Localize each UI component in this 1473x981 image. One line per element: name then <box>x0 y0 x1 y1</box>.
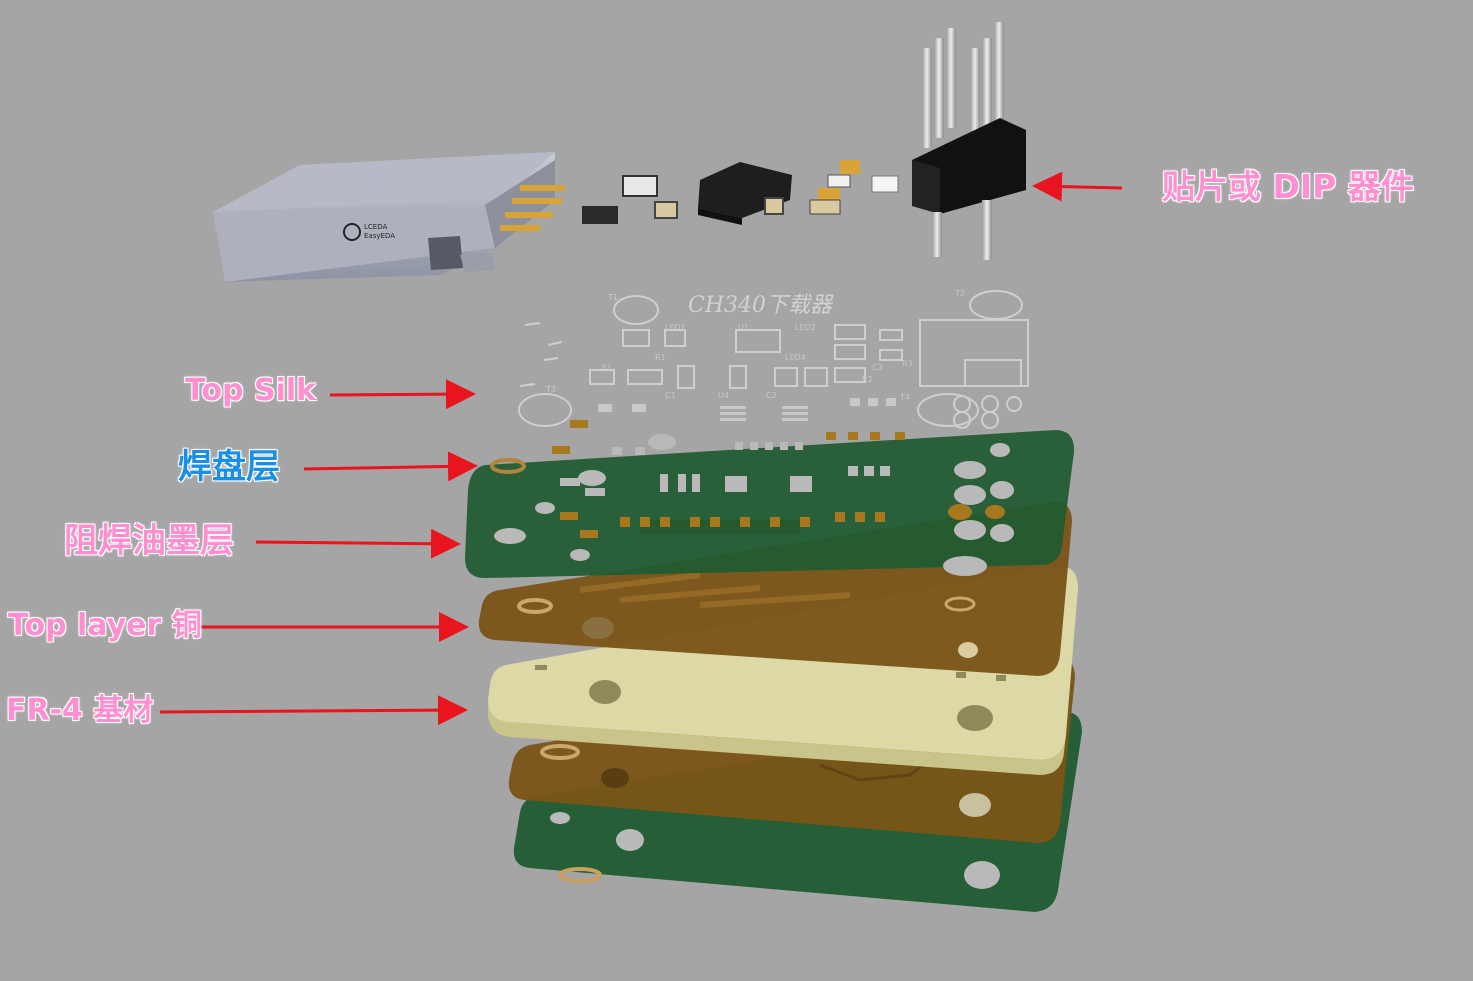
label-components: 贴片或 DIP 器件 <box>1162 167 1414 206</box>
label-top-copper: Top layer 铜 <box>8 608 202 643</box>
label-top-silk: Top Silk <box>185 373 317 408</box>
designator-r3: R3 <box>902 359 913 368</box>
top-silk-text-group: CH340下载器 T1 T2 T3 T4 LED1 U1 LED2 LED4 R… <box>545 289 965 402</box>
designator-c1: C1 <box>665 391 676 400</box>
designator-u1: U1 <box>738 323 749 332</box>
smd-diode <box>582 206 618 224</box>
designator-t2: T2 <box>954 289 965 298</box>
smd-led <box>622 175 658 197</box>
designator-led2: LED2 <box>795 323 816 332</box>
arrow-solder-mask <box>255 528 461 559</box>
arrow-pad-layer <box>303 451 478 482</box>
arrow-fr4 <box>159 695 468 726</box>
label-fr4: FR-4 基材 <box>6 693 154 728</box>
usb-logo-line1: LCEDA <box>364 223 387 231</box>
designator-t1: T1 <box>607 293 618 302</box>
designator-c3: C3 <box>872 363 883 372</box>
arrow-components <box>1032 171 1123 202</box>
designator-r1: R1 <box>655 353 666 362</box>
arrow-top-silk <box>329 379 476 410</box>
designator-led1: LED1 <box>665 323 686 332</box>
top-silk-layer <box>518 290 1029 429</box>
smd-capacitor-2 <box>840 160 860 174</box>
smd-capacitor <box>654 201 678 219</box>
designator-r2: R2 <box>862 375 873 384</box>
usb-logo-line2: EasyEDA <box>364 232 395 240</box>
designator-t4: T4 <box>899 393 910 402</box>
board-title: CH340下载器 <box>688 293 834 318</box>
pin-header <box>912 22 1026 260</box>
top-silk-pads <box>598 398 896 421</box>
designator-f1: F1 <box>602 363 612 372</box>
smd-components <box>582 160 899 225</box>
designator-c2: C2 <box>766 391 777 400</box>
designator-u4: U4 <box>718 391 729 400</box>
pad-layer <box>490 420 1005 538</box>
solder-mask-layer <box>465 430 1075 578</box>
smd-resistor <box>764 197 784 215</box>
designator-led4: LED4 <box>785 353 806 362</box>
designator-t3: T3 <box>545 385 556 394</box>
label-pad-layer: 焊盘层 <box>178 447 280 487</box>
label-solder-mask: 阻焊油墨层 <box>64 521 234 561</box>
callout-arrows <box>159 171 1123 726</box>
usb-connector: LCEDA EasyEDA <box>213 152 565 282</box>
lceda-cloud-icon <box>343 223 361 241</box>
